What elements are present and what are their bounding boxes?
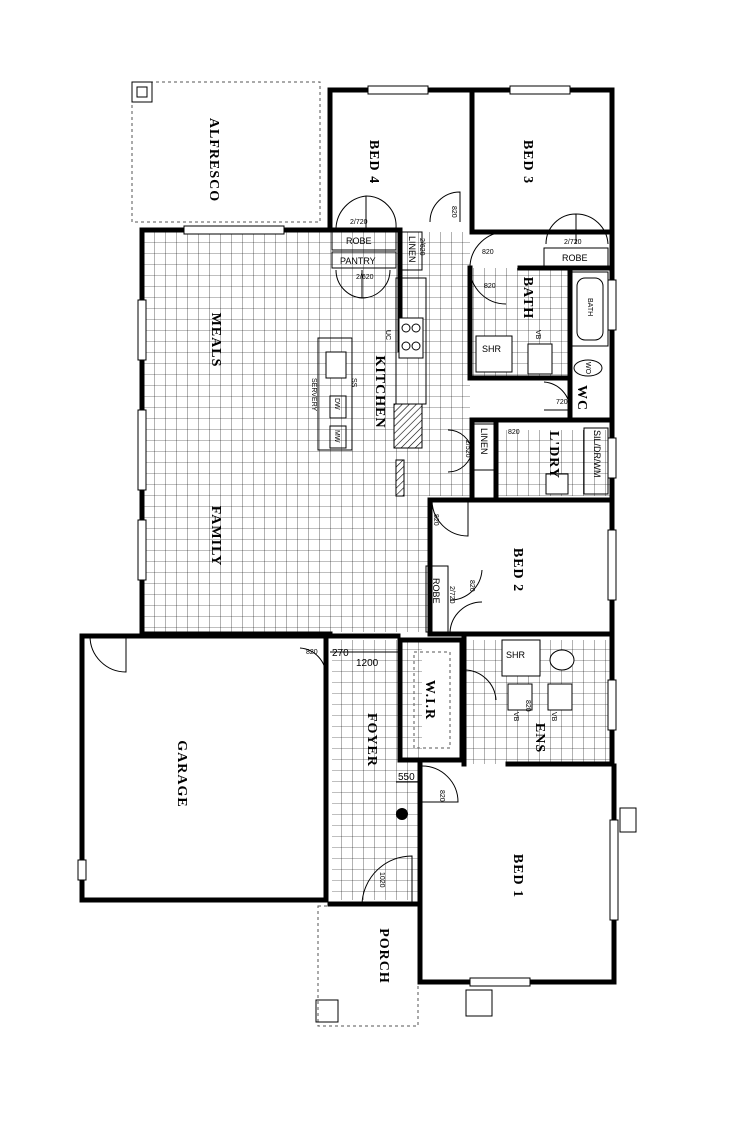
- robe-bed3: [543, 247, 609, 267]
- label-servery: SERVERY: [310, 378, 317, 412]
- porch-outline: [317, 905, 419, 1027]
- shower-ensuite: [501, 639, 541, 677]
- door-bed4-robe: 2/720: [350, 219, 368, 226]
- label-robe-bed3: ROBE: [562, 253, 588, 263]
- shower-bath: [475, 335, 513, 373]
- room-family: FAMILY: [208, 506, 223, 566]
- hatch-wall: [395, 459, 405, 497]
- label-wo: WO: [584, 362, 591, 375]
- door-size-labels: 2/720 2/720 2/620 2/620 2/520 2/720 820 …: [306, 206, 582, 888]
- robe-bed2: [425, 565, 449, 633]
- room-wc: WC: [574, 385, 589, 411]
- robe-bed4: [331, 231, 397, 251]
- label-robe-bed2: ROBE: [431, 578, 441, 604]
- label-pantry: PANTRY: [340, 256, 376, 266]
- label-ss: SS: [350, 378, 357, 388]
- door-linen-top: 2/620: [418, 238, 425, 256]
- door-bed1-door: 820: [438, 790, 445, 802]
- door-ens-door: 820: [524, 700, 531, 712]
- laundry-machines: [583, 427, 609, 495]
- linen-top-box: [401, 231, 423, 271]
- room-bed3: BED 3: [520, 140, 535, 184]
- room-bed2: BED 2: [510, 548, 525, 592]
- door-bath-b: 820: [508, 429, 520, 436]
- wir-shelves: [413, 651, 451, 749]
- island-sink: [325, 351, 347, 379]
- ensuite-toilet: [549, 649, 575, 671]
- door-linen-mid: 2/520: [464, 440, 471, 458]
- room-foyer: FOYER: [364, 713, 379, 767]
- room-bed4: BED 4: [366, 140, 381, 184]
- vanity-ensuite-1: [507, 683, 533, 711]
- bathtub: [571, 271, 609, 347]
- door-ldry-door: 820: [432, 514, 439, 526]
- label-shr-bath: SHR: [482, 344, 502, 354]
- cooktop: [398, 317, 424, 359]
- foyer-feature: [396, 808, 408, 820]
- room-laundry: L'DRY: [546, 431, 561, 479]
- door-bed2-door: 820: [468, 580, 475, 592]
- vanity-ensuite-2: [547, 683, 573, 711]
- fixture-labels: ROBE ROBE PANTRY LINEN LINEN ROBE SHR SH…: [310, 236, 602, 722]
- door-swings: [89, 191, 609, 905]
- meals-family-tiles: [142, 232, 428, 632]
- label-dw: DW: [333, 398, 340, 410]
- dim-1200: 1200: [356, 658, 379, 669]
- label-vb-ens-1: VB: [512, 712, 519, 722]
- laundry-tub: [545, 473, 569, 495]
- label-mw: MW: [333, 430, 340, 443]
- windows: [77, 85, 637, 987]
- dim-270: 270: [332, 648, 349, 659]
- alfresco-post: [131, 81, 153, 103]
- linen-mid-box: [473, 423, 495, 471]
- room-alfresco: ALFRESCO: [206, 118, 221, 202]
- label-uc: UC: [384, 330, 391, 340]
- label-sil-dr-wm: SIL/DR/WM: [592, 430, 602, 478]
- dim-550: 550: [398, 772, 415, 783]
- dishwasher: [329, 395, 347, 419]
- room-wir: W.I.R: [422, 680, 437, 720]
- door-bed3-robe: 2/720: [564, 239, 582, 246]
- porch-post-left: [315, 999, 339, 1023]
- door-bed2-robe: 2/720: [448, 586, 455, 604]
- door-bath-a: 820: [484, 283, 496, 290]
- hall-tiles: [398, 232, 470, 496]
- door-pantry: 2/620: [356, 274, 374, 281]
- label-shr-ens: SHR: [506, 650, 526, 660]
- foyer-tiles: [332, 640, 422, 900]
- alfresco-post-inner: [136, 86, 148, 98]
- room-labels: ALFRESCO BED 4 BED 3 MEALS KITCHEN BATH …: [174, 118, 589, 984]
- door-foyer-entry: 1020: [378, 872, 385, 888]
- fridge-space: [393, 403, 423, 449]
- dimension-labels: 270 1200 550: [332, 648, 415, 783]
- wc-toilet: [573, 359, 603, 377]
- room-porch: PORCH: [376, 928, 391, 984]
- label-vb-bath: VB: [534, 330, 541, 340]
- door-foyer-garage: 820: [306, 649, 318, 656]
- label-linen-mid: LINEN: [479, 428, 489, 455]
- label-vb-ens-2: VB: [550, 712, 557, 722]
- door-wc-door: 720: [556, 399, 568, 406]
- label-robe-bed4: ROBE: [346, 236, 372, 246]
- kitchen-island: [317, 337, 353, 451]
- door-bed4-door: 820: [450, 206, 457, 218]
- tiled-areas: [142, 232, 614, 900]
- pantry-box: [331, 251, 397, 269]
- vanity-bath: [527, 343, 553, 375]
- porch-post-right: [465, 989, 493, 1017]
- room-kitchen: KITCHEN: [372, 355, 387, 428]
- microwave: [329, 425, 347, 449]
- alfresco-outline: [131, 81, 321, 223]
- door-bed3-door: 820: [482, 249, 494, 256]
- label-bath-tub: BATH: [586, 298, 593, 316]
- room-garage: GARAGE: [174, 740, 189, 807]
- room-meals: MEALS: [208, 313, 223, 368]
- room-bed1: BED 1: [510, 854, 525, 898]
- room-ens: ENS: [532, 723, 547, 753]
- label-linen-top: LINEN: [407, 236, 417, 263]
- room-bath: BATH: [520, 277, 535, 320]
